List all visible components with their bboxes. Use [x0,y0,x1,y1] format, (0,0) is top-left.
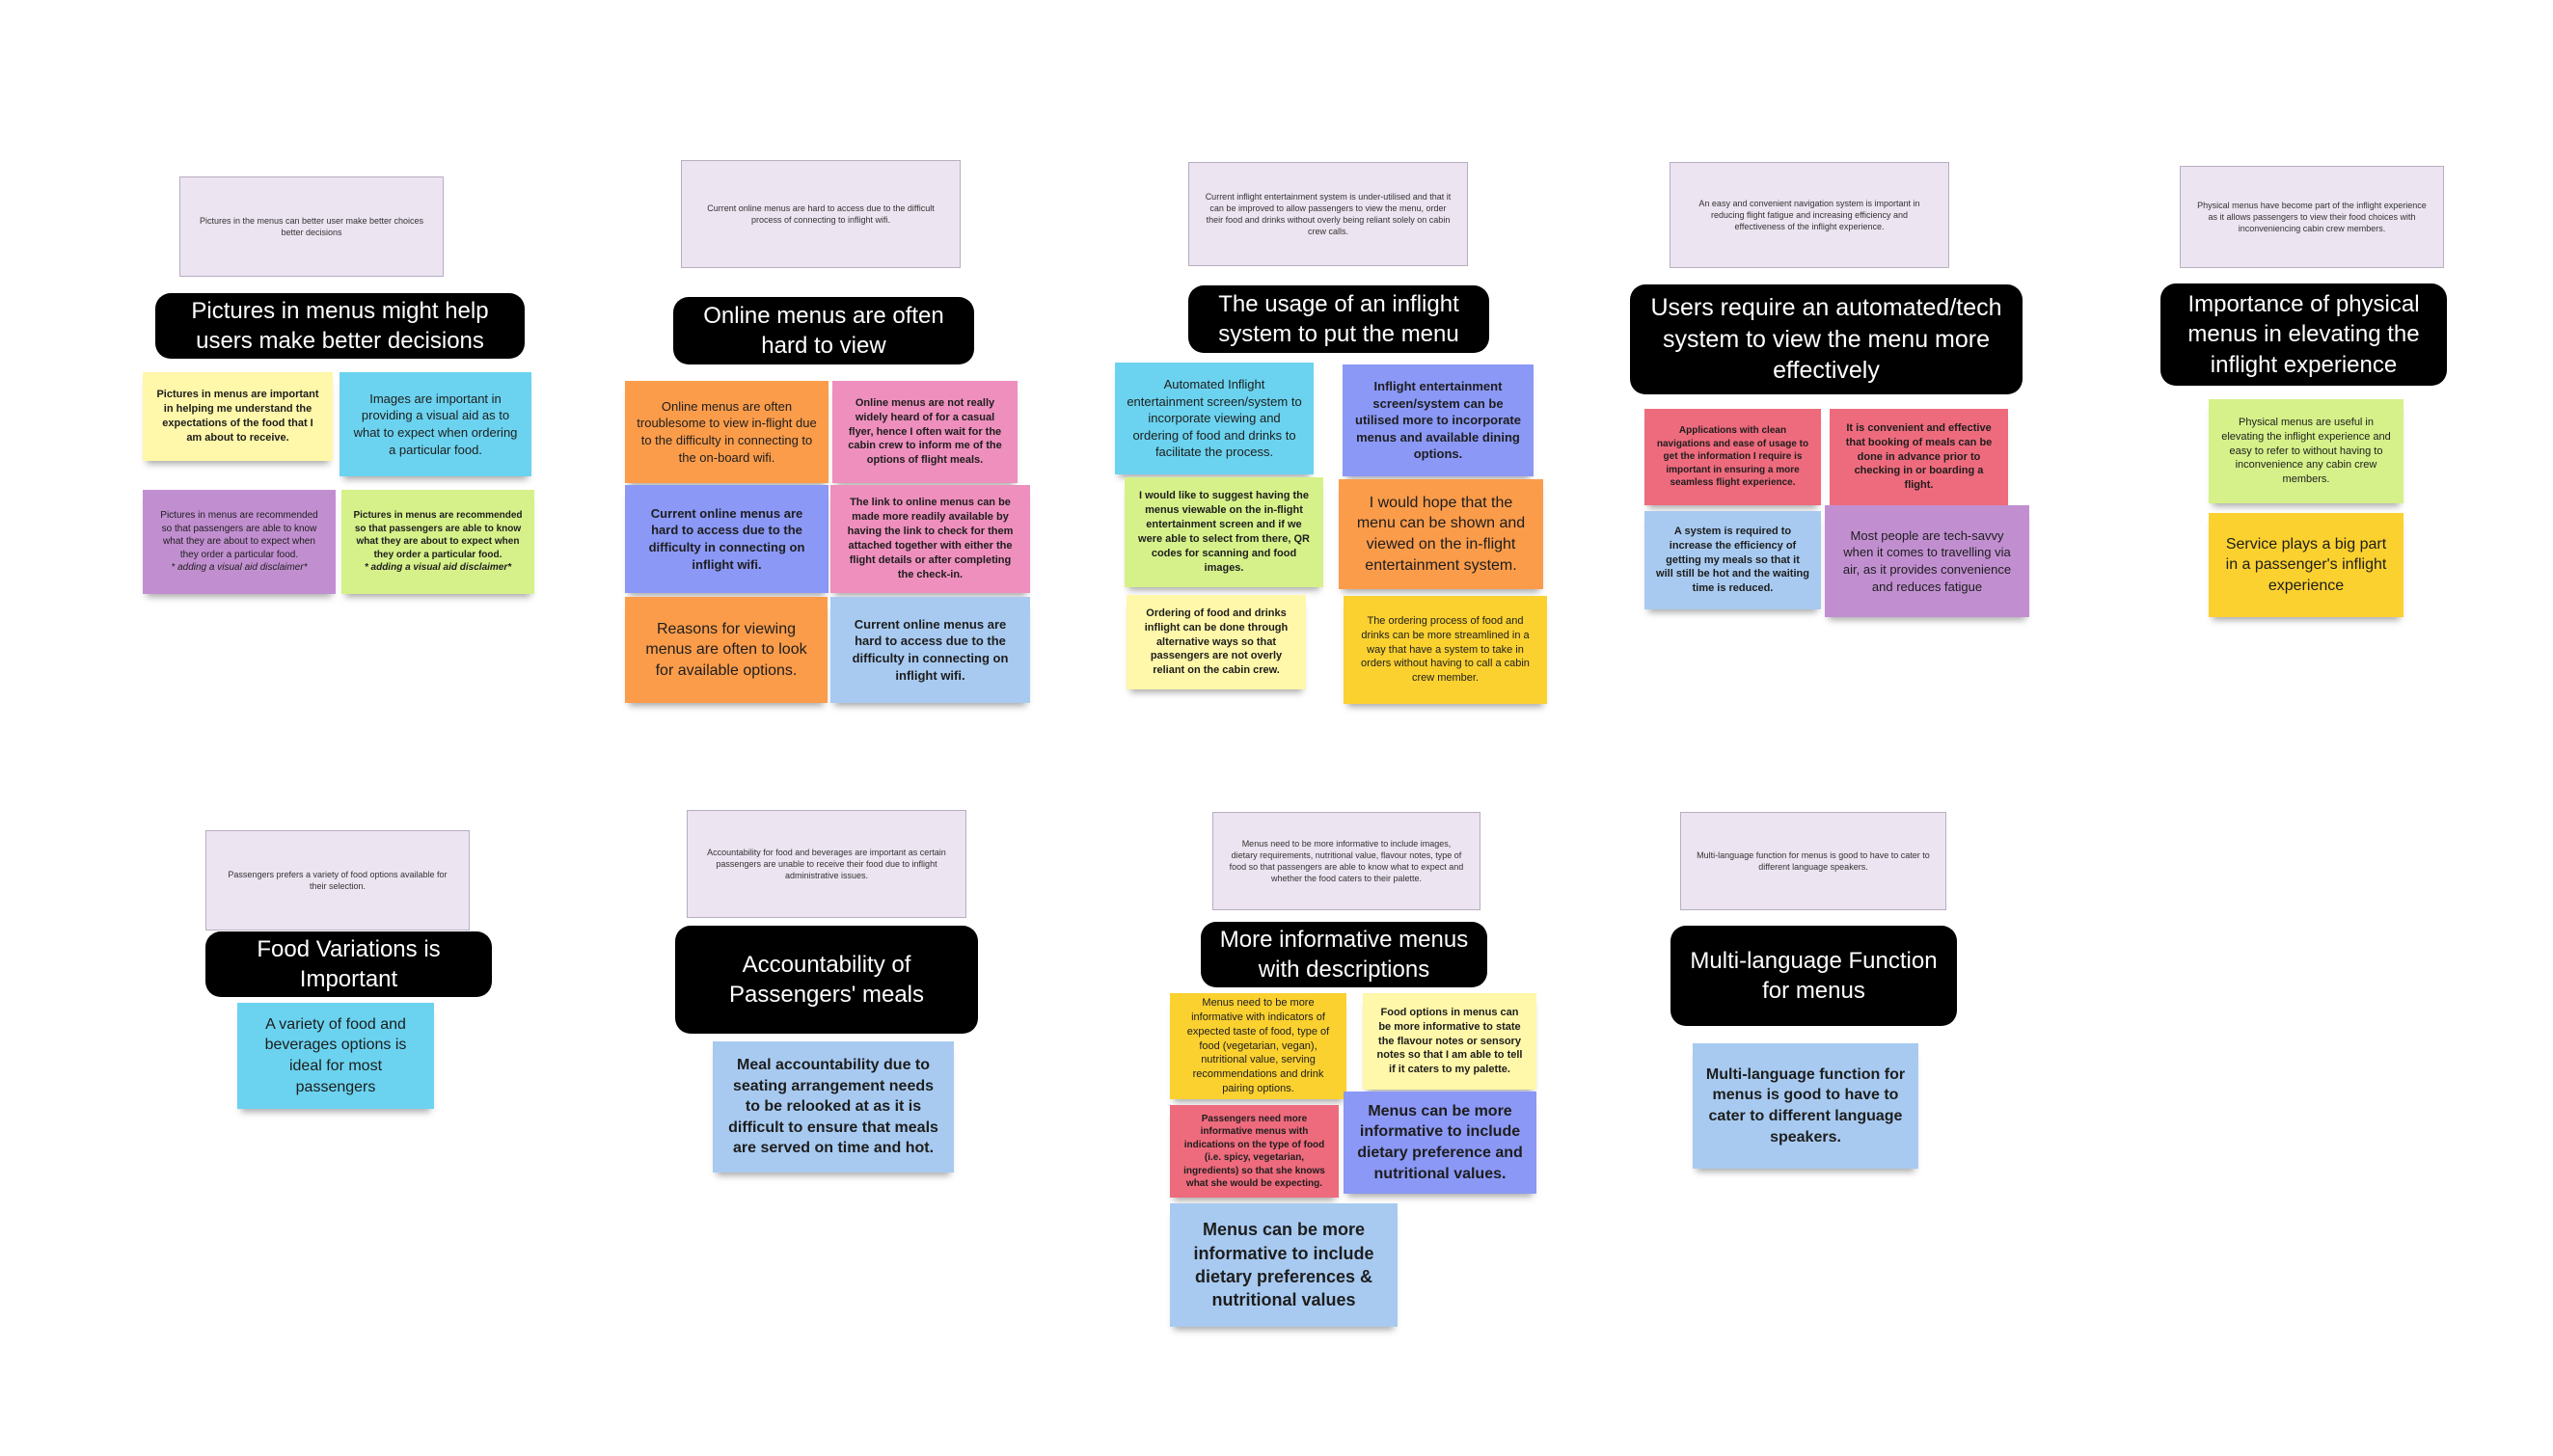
cluster-summary[interactable]: Accountability for food and beverages ar… [687,810,966,918]
sticky-note[interactable]: A system is required to increase the eff… [1644,511,1821,609]
sticky-note[interactable]: It is convenient and effective that book… [1830,409,2008,505]
sticky-note[interactable]: Meal accountability due to seating arran… [713,1041,954,1173]
sticky-note[interactable]: Reasons for viewing menus are often to l… [625,597,828,703]
sticky-note[interactable]: Service plays a big part in a passenger'… [2209,513,2404,617]
cluster-header[interactable]: Importance of physical menus in elevatin… [2160,283,2447,386]
sticky-note[interactable]: Multi-language function for menus is goo… [1693,1043,1918,1169]
cluster-header[interactable]: Food Variations is Important [205,931,492,997]
sticky-note[interactable]: Images are important in providing a visu… [339,372,531,476]
cluster-summary[interactable]: Multi-language function for menus is goo… [1680,812,1946,910]
sticky-note[interactable]: Pictures in menus are recommended so tha… [143,490,336,594]
cluster-summary[interactable]: Current inflight entertainment system is… [1188,162,1468,266]
sticky-note[interactable]: Menus can be more informative to include… [1170,1203,1398,1327]
cluster-summary[interactable]: Current online menus are hard to access … [681,160,961,268]
cluster-summary[interactable]: Menus need to be more informative to inc… [1212,812,1480,910]
cluster-header[interactable]: The usage of an inflight system to put t… [1188,285,1489,353]
sticky-note[interactable]: Menus need to be more informative with i… [1170,993,1346,1099]
cluster-header[interactable]: Online menus are often hard to view [673,297,974,364]
note-text: Pictures in menus are recommended so tha… [353,510,523,560]
cluster-summary[interactable]: Pictures in the menus can better user ma… [179,176,444,277]
sticky-note[interactable]: Physical menus are useful in elevating t… [2209,399,2404,503]
sticky-note[interactable]: Online menus are often troublesome to vi… [625,381,828,483]
sticky-note[interactable]: Most people are tech-savvy when it comes… [1825,505,2029,617]
cluster-header[interactable]: Multi-language Function for menus [1670,926,1957,1026]
cluster-header[interactable]: Users require an automated/tech system t… [1630,284,2023,394]
sticky-note[interactable]: Ordering of food and drinks inflight can… [1127,595,1306,689]
note-text: Pictures in menus are recommended so tha… [160,510,318,560]
sticky-note[interactable]: The link to online menus can be made mor… [830,485,1030,593]
sticky-note[interactable]: Current online menus are hard to access … [830,597,1030,703]
sticky-note[interactable]: Applications with clean navigations and … [1644,409,1821,505]
sticky-note[interactable]: I would like to suggest having the menus… [1125,477,1323,587]
sticky-note[interactable]: I would hope that the menu can be shown … [1339,479,1543,589]
note-disclaimer: * adding a visual aid disclaimer* [364,562,512,574]
sticky-note[interactable]: Food options in menus can be more inform… [1363,993,1536,1090]
sticky-note[interactable]: Current online menus are hard to access … [625,485,828,593]
sticky-note[interactable]: Pictures in menus are important in helpi… [143,372,333,461]
cluster-summary[interactable]: Passengers prefers a variety of food opt… [205,830,470,930]
sticky-note[interactable]: The ordering process of food and drinks … [1344,596,1547,704]
note-disclaimer: * adding a visual aid disclaimer* [171,562,308,574]
sticky-note[interactable]: Automated Inflight entertainment screen/… [1115,363,1314,474]
sticky-note[interactable]: A variety of food and beverages options … [237,1003,434,1109]
cluster-header[interactable]: Accountability of Passengers' meals [675,926,978,1034]
sticky-note[interactable]: Online menus are not really widely heard… [832,381,1018,483]
cluster-summary[interactable]: An easy and convenient navigation system… [1670,162,1949,268]
sticky-note[interactable]: Inflight entertainment screen/system can… [1343,364,1534,476]
sticky-note[interactable]: Passengers need more informative menus w… [1170,1105,1339,1198]
sticky-note[interactable]: Menus can be more informative to include… [1344,1092,1536,1194]
cluster-header[interactable]: Pictures in menus might help users make … [155,293,525,359]
cluster-summary[interactable]: Physical menus have become part of the i… [2180,166,2444,268]
sticky-note[interactable]: Pictures in menus are recommended so tha… [341,490,534,594]
cluster-header[interactable]: More informative menus with descriptions [1201,922,1487,987]
